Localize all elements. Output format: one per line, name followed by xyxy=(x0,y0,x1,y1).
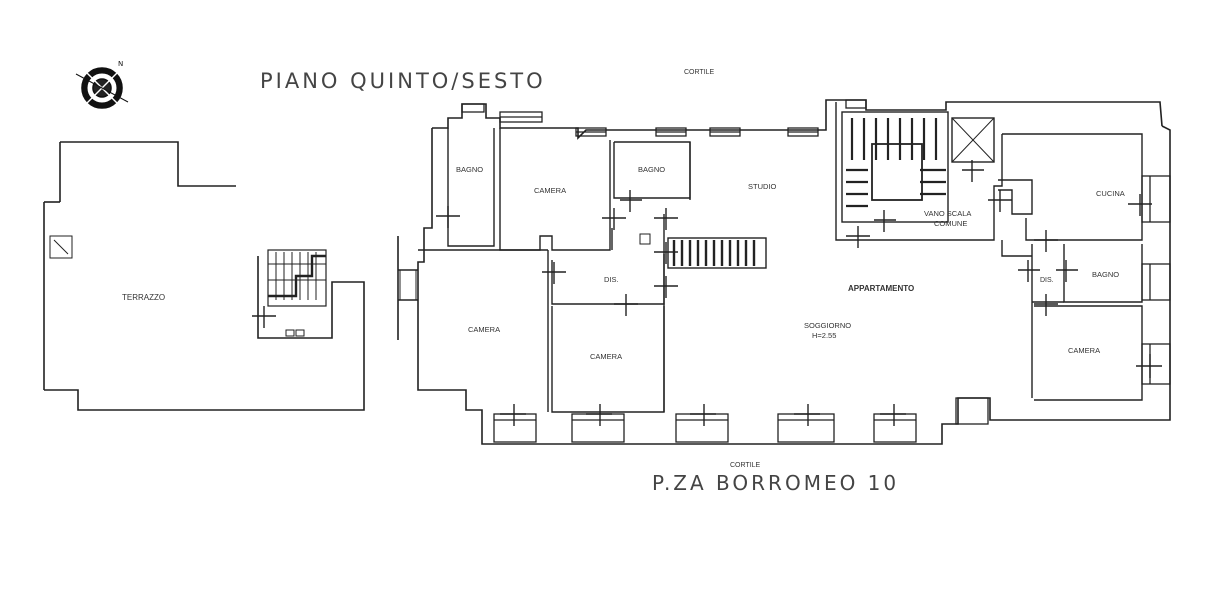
room-studio: STUDIO xyxy=(748,182,777,191)
apartment-label: APPARTAMENTO xyxy=(848,284,914,293)
room-bagno-mid: BAGNO xyxy=(638,165,665,174)
windows xyxy=(461,99,1171,443)
room-cucina: CUCINA xyxy=(1096,189,1125,198)
room-bagno-left: BAGNO xyxy=(456,165,483,174)
plan-address: P.ZA BORROMEO 10 xyxy=(652,471,899,495)
terrazzo-outline xyxy=(43,141,365,411)
room-camera-right: CAMERA xyxy=(1068,346,1100,355)
room-camera-top: CAMERA xyxy=(534,186,566,195)
plan-title: PIANO QUINTO/SESTO xyxy=(260,69,546,93)
room-camera-left: CAMERA xyxy=(468,325,500,334)
room-dis-left: DIS. xyxy=(604,275,619,284)
room-camera-mid: CAMERA xyxy=(590,352,622,361)
apartment-outer-walls xyxy=(397,99,1171,445)
courtyard-top-label: CORTILE xyxy=(684,69,715,76)
svg-text:N: N xyxy=(118,60,123,68)
courtyard-bottom-label: CORTILE xyxy=(730,462,761,469)
room-vano-scala: VANO SCALA xyxy=(924,209,971,218)
radiator-symbols xyxy=(252,160,1162,426)
room-dis-right: DIS. xyxy=(1040,277,1054,284)
room-soggiorno: SOGGIORNO xyxy=(804,321,851,330)
room-vano-scala-comune: COMUNE xyxy=(934,219,967,228)
compass-rose-icon: N xyxy=(75,60,129,109)
room-height: H=2.55 xyxy=(812,331,836,340)
interior-walls xyxy=(418,102,1143,413)
room-bagno-right: BAGNO xyxy=(1092,270,1119,279)
room-terrazzo: TERRAZZO xyxy=(122,293,165,302)
